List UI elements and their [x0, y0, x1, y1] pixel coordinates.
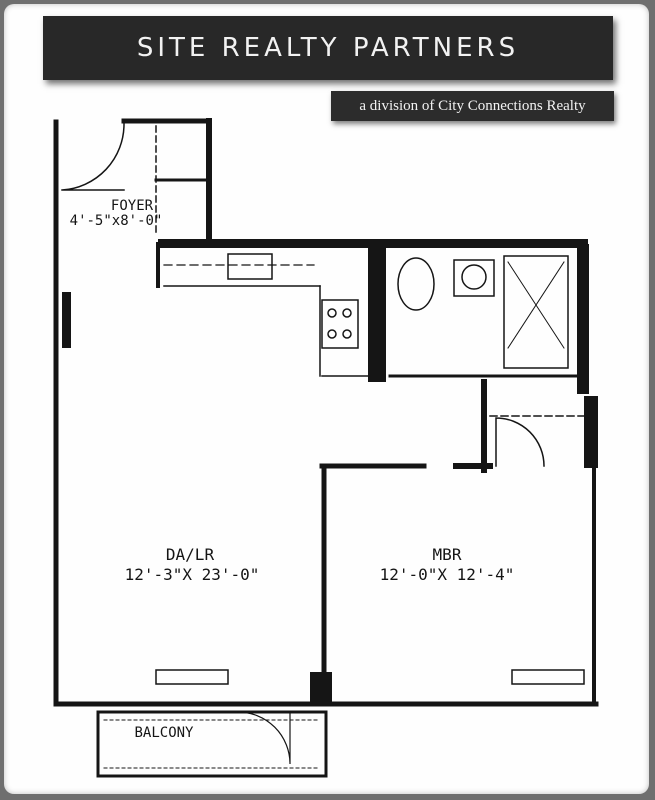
- page-frame: SITE REALTY PARTNERS a division of City …: [4, 4, 649, 794]
- foyer-label: FOYER: [111, 198, 154, 214]
- entry-door: [61, 123, 125, 191]
- vanity: [453, 259, 495, 297]
- closet-right-wall: [584, 396, 598, 468]
- toilet: [397, 257, 435, 311]
- basin: [461, 264, 487, 290]
- division-name: a division of City Connections Realty: [359, 97, 586, 114]
- living-window: [155, 669, 229, 685]
- bath-left-wall: [368, 244, 386, 382]
- walls: [53, 118, 599, 778]
- living-label: DA/LR: [166, 545, 215, 564]
- kitchen-top-wall: [158, 239, 588, 248]
- balcony-door: [237, 711, 291, 765]
- company-banner: SITE REALTY PARTNERS: [43, 16, 613, 80]
- floor-plan: FOYER 4'-5"x8'-0" DA/LR 12'-3"X 23'-0" M…: [53, 118, 599, 778]
- bedroom-window: [511, 669, 585, 685]
- burner: [342, 308, 352, 318]
- bedroom-dims: 12'-0"X 12'-4": [380, 565, 515, 584]
- balcony-outline: [96, 710, 328, 778]
- burner: [327, 308, 337, 318]
- division-banner: a division of City Connections Realty: [331, 91, 614, 121]
- burner: [327, 329, 337, 339]
- range: [321, 299, 359, 349]
- living-dims: 12'-3"X 23'-0": [125, 565, 260, 584]
- sink: [227, 253, 273, 280]
- balcony-label: BALCONY: [134, 725, 194, 741]
- left-wall-window: [62, 292, 71, 348]
- burner: [342, 329, 352, 339]
- foyer-dims: 4'-5"x8'-0": [70, 213, 163, 229]
- shower: [503, 255, 569, 369]
- partition-column: [310, 672, 332, 706]
- bedroom-label: MBR: [433, 545, 462, 564]
- bedroom-door: [495, 417, 545, 467]
- shower-cross: [507, 261, 565, 349]
- company-name: SITE REALTY PARTNERS: [136, 33, 520, 63]
- bath-right-wall: [577, 244, 589, 394]
